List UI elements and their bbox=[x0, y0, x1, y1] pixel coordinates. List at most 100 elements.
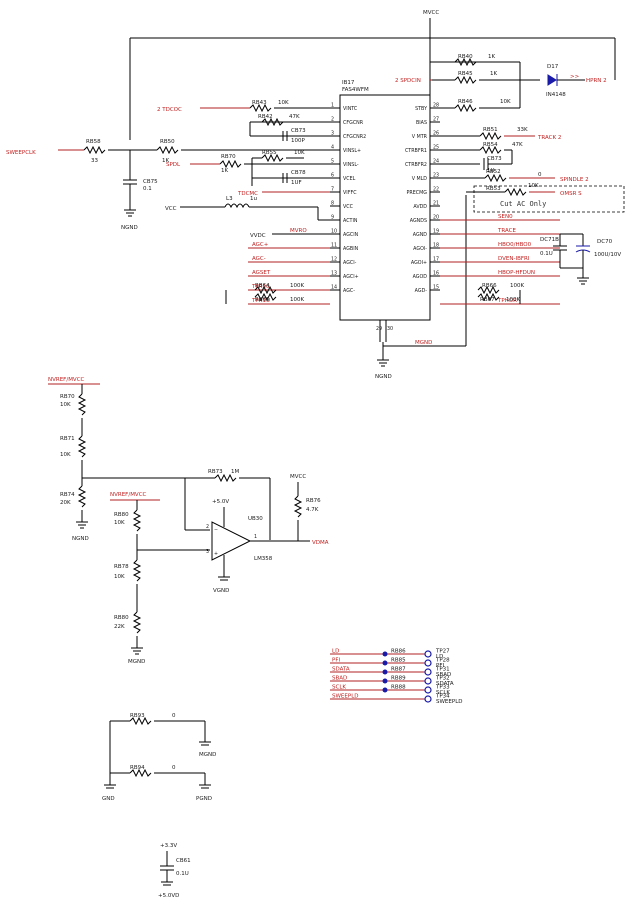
ic-right-pin-num: 22 bbox=[433, 187, 439, 193]
rb58-val: 33 bbox=[91, 158, 98, 164]
div1-rmid-ref: RB71 bbox=[60, 436, 75, 442]
left-net-label: TPR1U bbox=[251, 298, 270, 304]
ic-right-pin-name: BIAS bbox=[416, 120, 427, 126]
ic-right-pin-num: 21 bbox=[433, 201, 439, 207]
ic-gnd-label: NGND bbox=[375, 374, 392, 380]
ic-right-pin-name: CTRBFR1 bbox=[405, 148, 427, 154]
rb66-ref: RB66 bbox=[482, 283, 497, 289]
diode-d17: D17 IN4148 HPRN 2 >> bbox=[546, 64, 607, 98]
opamp-out-net: VDMA bbox=[312, 540, 329, 546]
ic-right-pin-num: 23 bbox=[433, 173, 439, 179]
rb45-val: 1K bbox=[490, 71, 497, 77]
testpoint-dot bbox=[382, 687, 388, 693]
testpoint-tpnet: LD bbox=[436, 654, 443, 660]
div1-rtop-val: 10K bbox=[60, 402, 71, 408]
cb73b-val: 1U bbox=[487, 168, 495, 174]
rb45-ref: RB45 bbox=[458, 71, 473, 77]
ic-right-pin-num: 17 bbox=[433, 257, 439, 263]
rb70-ref: RB70 bbox=[221, 154, 236, 160]
testpoint-tp: TP32 bbox=[435, 676, 450, 682]
rb73-ref: RB73 bbox=[208, 469, 223, 475]
resistor-rb55 bbox=[261, 153, 284, 163]
left-net-label: TPR16 bbox=[251, 284, 270, 290]
rb40-val: 1K bbox=[488, 54, 495, 60]
ic-right-pin-name: V MTR bbox=[412, 134, 428, 140]
dc70-val: 100U/10V bbox=[594, 252, 621, 258]
div2-r1-ref: RB80 bbox=[114, 512, 129, 518]
ic-left-pin-num: 3 bbox=[331, 131, 334, 137]
rb51-val: 33K bbox=[517, 127, 528, 133]
resistor-rb78 bbox=[132, 559, 142, 582]
ic-left-pin-name: CFGCNR bbox=[343, 120, 364, 126]
resistor-rb52 bbox=[484, 173, 507, 183]
ic-left-pin-num: 4 bbox=[331, 145, 334, 151]
ic-left-pin-num: 5 bbox=[331, 159, 334, 165]
ic-pin-30: 30 bbox=[387, 326, 393, 332]
cb75-val: 0.1 bbox=[143, 186, 152, 192]
div2-r2-ref: RB78 bbox=[114, 564, 129, 570]
ic-right-pin-num: 26 bbox=[433, 131, 439, 137]
div1-rtop-ref: RB70 bbox=[60, 394, 75, 400]
ic-right-pin-num: 15 bbox=[433, 285, 439, 291]
ic-pin-29: 29 bbox=[376, 326, 382, 332]
ic-right-pin-name: AGND bbox=[413, 232, 428, 238]
rb65-val: 100K bbox=[290, 297, 304, 303]
resistor-rb67 bbox=[477, 292, 500, 302]
div2-r1-val: 10K bbox=[114, 520, 125, 526]
ic-bottom-net: MGND bbox=[415, 340, 432, 346]
testpoint-net: SCLK bbox=[332, 685, 346, 691]
divider-1: NVREF/MVCC RB70 10K RB71 10K RB74 20K NG… bbox=[48, 377, 185, 542]
resistor-rb54 bbox=[479, 145, 502, 155]
ic-u17: IB17 FAS4WFM 1VINTC2CFGCNR3CFGCNR24VINSL… bbox=[330, 80, 467, 380]
resistor-rb70-divider bbox=[77, 393, 87, 416]
ic-right-pin-name: PRECMG bbox=[407, 190, 428, 196]
rb46-ref: RB46 bbox=[458, 99, 473, 105]
left-res-pairs: RB64 100K RB65 100K bbox=[225, 283, 304, 304]
div2-r3-val: 22K bbox=[114, 624, 125, 630]
rb50-val: 1K bbox=[162, 158, 169, 164]
ic-right-pin-name: AGOI+ bbox=[411, 260, 427, 266]
ic-left-pin-num: 7 bbox=[331, 187, 334, 193]
resistor-rb71-divider bbox=[77, 435, 87, 458]
rb70-val: 1K bbox=[221, 168, 228, 174]
opamp-gnd: VGND bbox=[213, 588, 229, 594]
rb64-ref: RB64 bbox=[255, 283, 270, 289]
strap-gnd: GND bbox=[102, 796, 115, 802]
ic-right-pin-name: AVDD bbox=[413, 204, 427, 210]
right-net-label: SEN0 bbox=[498, 214, 513, 220]
testpoint-tp: TP28 bbox=[435, 658, 450, 664]
vvdc-label: VVDC bbox=[250, 233, 266, 239]
cb73-val: 100P bbox=[291, 138, 305, 144]
ic-right-pin-name: V MLD bbox=[412, 176, 428, 182]
testpoint-ref: RB88 bbox=[391, 685, 406, 691]
ic-right-pin-name: AGNDS bbox=[410, 218, 427, 224]
rb73-val: 1M bbox=[231, 469, 239, 475]
bottom-cap-val: 0.1U bbox=[176, 871, 189, 877]
rb67-val: 100K bbox=[506, 297, 520, 303]
ic-right-pin-num: 19 bbox=[433, 229, 439, 235]
divider2-gnd: MGND bbox=[128, 659, 145, 665]
rb93-val: 0 bbox=[172, 713, 176, 719]
opamp-symbol bbox=[211, 521, 252, 561]
testpoint-ref: RB89 bbox=[391, 676, 406, 682]
ic-left-pin-num: 1 bbox=[331, 103, 334, 109]
testpoint-dot bbox=[382, 669, 388, 675]
rb66-val: 100K bbox=[510, 283, 524, 289]
testpoint-net: SWEEPLD bbox=[332, 694, 359, 700]
right-net-label: DVEN-IBFRI bbox=[498, 256, 530, 262]
rb55-ref: RB55 bbox=[262, 150, 277, 156]
diode-val: IN4148 bbox=[546, 92, 566, 98]
ic-u17-part: FAS4WFM bbox=[342, 87, 369, 93]
resistor-rb42 bbox=[261, 117, 284, 127]
ic-right-pin-name: AGD- bbox=[415, 288, 428, 294]
resistor-rb70 bbox=[219, 159, 242, 169]
opamp-pin-plus: 3 bbox=[206, 549, 209, 555]
testpoint-tp: TP33 bbox=[435, 685, 450, 691]
ic-u17-body bbox=[339, 94, 431, 321]
rb42-ref: RB42 bbox=[258, 114, 273, 120]
top-resistors: RB40 1K RB45 1K RB46 10K bbox=[429, 54, 540, 113]
cb75-ref: CB75 bbox=[143, 179, 158, 185]
inductor-l3 bbox=[224, 203, 250, 209]
strap-mgnd: MGND bbox=[199, 752, 216, 758]
